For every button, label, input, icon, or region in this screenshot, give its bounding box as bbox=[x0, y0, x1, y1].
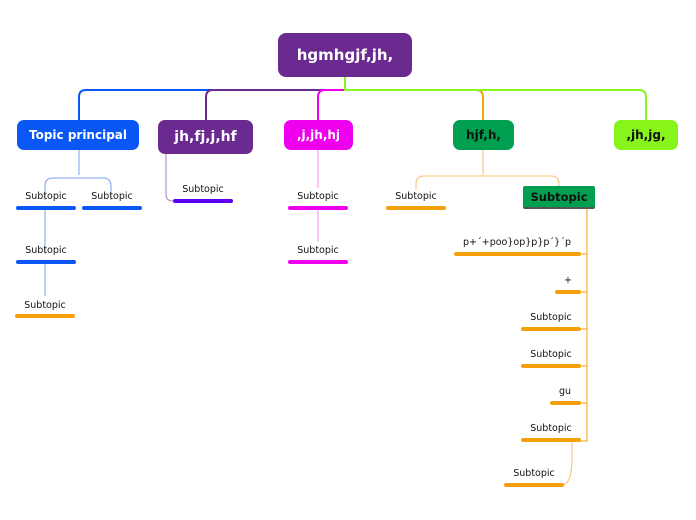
main-topic-1[interactable]: Topic principal bbox=[17, 120, 139, 150]
main-topic-3-label: ,j,jh,hj bbox=[296, 128, 341, 142]
main-topic-2[interactable]: jh,fj,j,hf bbox=[158, 120, 253, 154]
subtopic-bar[interactable] bbox=[555, 290, 581, 294]
edge-topic1-sub bbox=[44, 150, 112, 200]
subtopic-bar[interactable] bbox=[504, 483, 564, 487]
subtopic-bar[interactable] bbox=[16, 260, 76, 264]
main-topic-5-label: ,jh,jg, bbox=[626, 128, 666, 142]
edge-central-topic4 bbox=[345, 89, 484, 120]
subtopic-label: p+´+poo}op}p}p´}´p bbox=[463, 237, 571, 248]
main-topic-2-label: jh,fj,j,hf bbox=[174, 129, 237, 145]
subtopic-label: Subtopic bbox=[530, 349, 572, 360]
subtopic-bar[interactable] bbox=[521, 364, 581, 368]
subtopic-bar[interactable] bbox=[288, 206, 348, 210]
subtopic-label: Subtopic bbox=[25, 245, 67, 256]
main-topic-1-label: Topic principal bbox=[28, 128, 128, 142]
subtopic-box-label: Subtopic bbox=[530, 189, 588, 204]
subtopic-label: Subtopic bbox=[182, 184, 224, 195]
subtopic-label: Subtopic bbox=[24, 300, 66, 311]
subtopic-bar[interactable] bbox=[173, 199, 233, 203]
subtopic-label: + bbox=[564, 275, 572, 286]
subtopic-bar[interactable] bbox=[521, 327, 581, 331]
subtopic-bar[interactable] bbox=[454, 252, 581, 256]
edge-central-topic2 bbox=[205, 89, 345, 120]
main-topic-5[interactable]: ,jh,jg, bbox=[614, 120, 678, 150]
subtopic-bar[interactable] bbox=[288, 260, 348, 264]
subtopic-box[interactable]: Subtopic bbox=[523, 186, 595, 209]
main-topic-4[interactable]: hjf,h, bbox=[453, 120, 514, 150]
main-topic-3[interactable]: ,j,jh,hj bbox=[284, 120, 353, 150]
subtopic-label: Subtopic bbox=[395, 191, 437, 202]
central-topic[interactable]: hgmhgjf,jh, bbox=[278, 33, 412, 77]
subtopic-label: Subtopic bbox=[530, 312, 572, 323]
edge-topic2-sub bbox=[165, 153, 174, 202]
main-topic-4-label: hjf,h, bbox=[466, 128, 501, 142]
subtopic-label: Subtopic bbox=[297, 245, 339, 256]
subtopic-bar[interactable] bbox=[386, 206, 446, 210]
subtopic-label: Subtopic bbox=[530, 423, 572, 434]
subtopic-bar[interactable] bbox=[15, 314, 75, 318]
edge-central-topic1 bbox=[78, 77, 346, 120]
subtopic-label: Subtopic bbox=[25, 191, 67, 202]
edge-topic4-sub bbox=[415, 150, 560, 190]
subtopic-bar[interactable] bbox=[550, 401, 581, 405]
subtopic-label: Subtopic bbox=[513, 468, 555, 479]
subtopic-bar[interactable] bbox=[16, 206, 76, 210]
edge-central-topic5 bbox=[344, 77, 647, 120]
subtopic-label: Subtopic bbox=[91, 191, 133, 202]
edge-box-children bbox=[580, 208, 588, 442]
subtopic-bar[interactable] bbox=[82, 206, 142, 210]
subtopic-label: Subtopic bbox=[297, 191, 339, 202]
subtopic-bar[interactable] bbox=[521, 438, 581, 442]
edge-box-last bbox=[561, 441, 573, 486]
edge-central-topic3 bbox=[317, 89, 345, 120]
subtopic-label: gu bbox=[558, 386, 572, 397]
central-topic-label: hgmhgjf,jh, bbox=[296, 46, 394, 64]
